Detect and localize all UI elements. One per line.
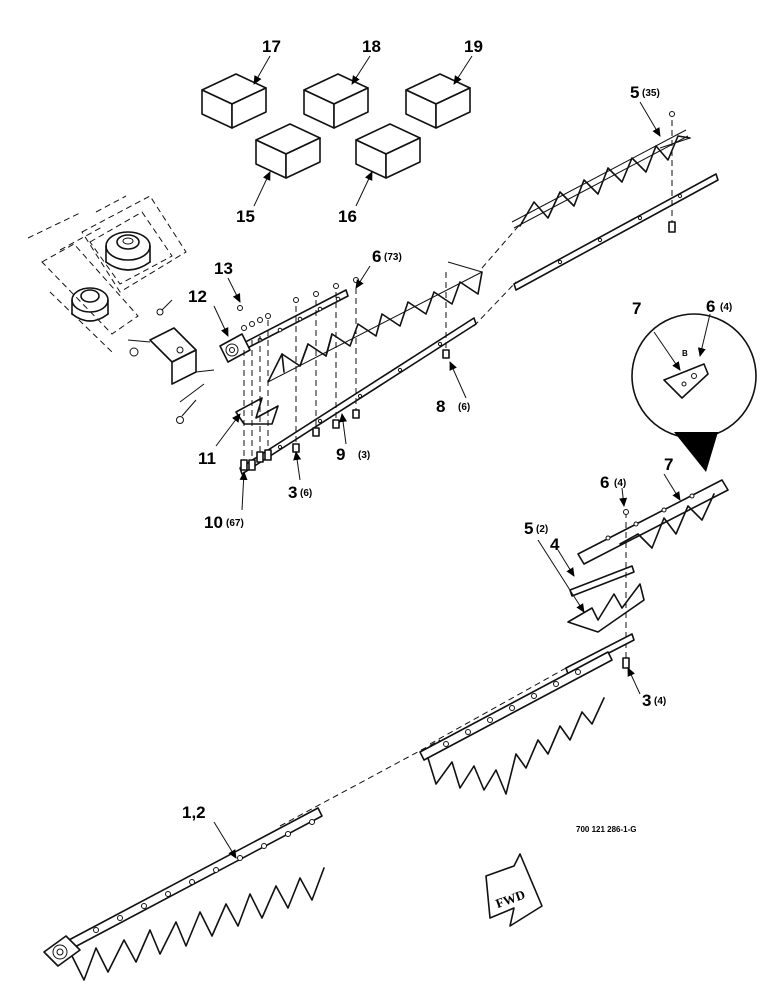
svg-text:13: 13: [214, 259, 233, 278]
upper-knife-sections: [235, 261, 483, 425]
svg-text:1,2: 1,2: [182, 803, 206, 822]
callout-15: 151913: [214, 259, 233, 278]
callout-13: 11: [198, 449, 216, 468]
lower-knife-assembly: [43, 651, 613, 981]
callout-9-3: 7: [632, 299, 641, 318]
callout-7: 577: [664, 455, 673, 474]
svg-text:6: 6: [600, 473, 609, 492]
svg-text:B: B: [682, 349, 688, 358]
callout-6-73: 6 (73): [372, 247, 402, 266]
svg-text:7: 7: [664, 455, 673, 474]
kit-box-20: [405, 73, 471, 129]
svg-text:(6): (6): [458, 402, 470, 413]
callout-16: 15: [236, 207, 255, 226]
callout-3-4: 3 (4): [642, 691, 666, 710]
upper-back-break-line: [473, 281, 517, 327]
svg-text:(4): (4): [614, 478, 626, 489]
svg-text:9: 9: [336, 445, 345, 464]
svg-text:(67): (67): [226, 518, 244, 529]
svg-text:700 121 286-1-G: 700 121 286-1-G: [576, 825, 637, 834]
svg-text:3: 3: [288, 483, 297, 502]
callout-12-4: 10 (67): [204, 513, 244, 532]
kit-box-16: [255, 123, 321, 179]
svg-text:3: 3: [642, 691, 651, 710]
detail-circle: [631, 313, 757, 472]
lower-back-bar: [565, 633, 635, 675]
kit-box-19: [303, 73, 369, 129]
svg-text:7: 7: [632, 299, 641, 318]
callout-11-67: 9 (3): [336, 445, 370, 464]
callout-3-6: 3 (6): [288, 483, 312, 502]
forward-direction-arrow: FWD: [485, 853, 543, 927]
svg-text:6: 6: [706, 297, 715, 316]
callout-4: 4: [550, 535, 560, 554]
wear-strip-4: [569, 565, 635, 597]
upper-knife-back-bar: [225, 289, 477, 475]
svg-text:(73): (73): [384, 252, 402, 263]
svg-text:17: 17: [262, 37, 281, 56]
callout-19: 18: [362, 37, 381, 56]
svg-text:15: 15: [236, 207, 255, 226]
svg-text:(3): (3): [358, 450, 370, 461]
upper-right-knife-sections: [511, 129, 691, 229]
callout-8-6: 6 (4): [706, 297, 732, 316]
upper-knife-break-line: [481, 221, 523, 269]
drive-gearbox: [27, 195, 215, 424]
callout-6-4: 6 6 (4): [600, 473, 626, 492]
svg-text:(4): (4): [720, 302, 732, 313]
figure-reference: 700 121 286-1-G: [576, 825, 637, 834]
svg-text:11: 11: [198, 449, 216, 468]
svg-text:(4): (4): [654, 696, 666, 707]
callout-18: 17: [262, 37, 281, 56]
callout-5-2: 5 (2): [524, 519, 548, 538]
callout-20: 19: [464, 37, 483, 56]
rivet-bolts-group: [237, 272, 450, 471]
knife-back-guard-7: [577, 479, 729, 565]
callout-5-35: 5 (35): [630, 83, 660, 102]
svg-text:5: 5: [630, 83, 639, 102]
svg-text:(2): (2): [536, 524, 548, 535]
svg-text:18: 18: [362, 37, 381, 56]
knife-section-5: [567, 583, 645, 633]
svg-text:(6): (6): [300, 488, 312, 499]
knife-head: [219, 333, 251, 363]
svg-text:8: 8: [436, 397, 445, 416]
svg-text:(35): (35): [642, 88, 660, 99]
callout-17: 16: [338, 207, 357, 226]
svg-text:10: 10: [204, 513, 223, 532]
detail-mark: B: [682, 349, 688, 358]
callout-14: 12: [188, 287, 207, 306]
callout-10-67: 8 (6): [436, 397, 470, 416]
svg-text:6: 6: [372, 247, 381, 266]
svg-text:12: 12: [188, 287, 207, 306]
upper-right-back-bar: [513, 111, 719, 291]
callout-1-2: 1,2: [182, 803, 206, 822]
svg-text:16: 16: [338, 207, 357, 226]
svg-text:5: 5: [524, 519, 533, 538]
svg-text:19: 19: [464, 37, 483, 56]
kit-box-18: [201, 73, 267, 129]
callout-leaders: [213, 55, 711, 859]
svg-text:4: 4: [550, 535, 560, 554]
kit-box-17: [355, 123, 421, 179]
